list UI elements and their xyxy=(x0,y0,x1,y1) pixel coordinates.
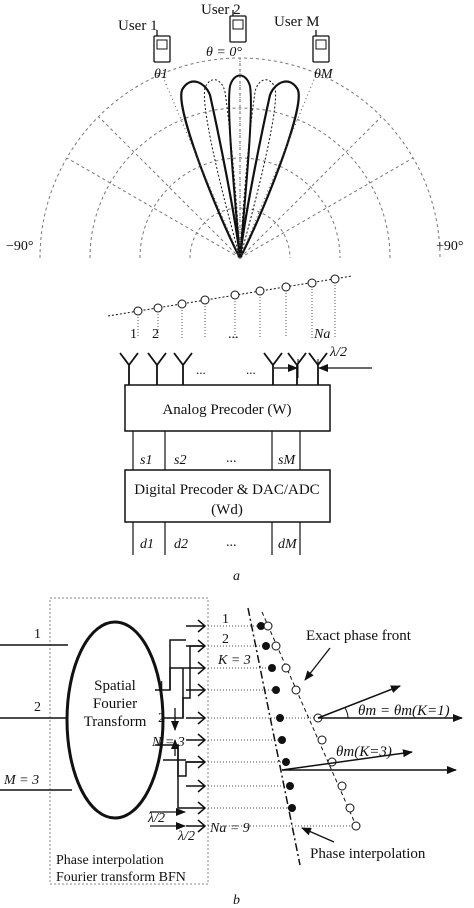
svg-text:λ/2: λ/2 xyxy=(177,829,195,844)
user-m-phone-icon xyxy=(312,30,330,63)
user-1-phone-icon xyxy=(153,30,171,63)
stream-lines-d xyxy=(132,522,301,555)
svg-text:λ/2: λ/2 xyxy=(147,811,165,826)
input-port-1: 1 xyxy=(34,627,41,642)
theta-m-k3-label: θm(K=3) xyxy=(336,744,392,760)
bfn-caption-1: Phase interpolation xyxy=(56,853,164,868)
exact-phase-points xyxy=(263,621,361,831)
stream-d1-label: d1 xyxy=(140,537,154,552)
stream-d2-label: d2 xyxy=(174,537,188,552)
element-1-label: 1 xyxy=(130,327,137,342)
element-2-label: 2 xyxy=(152,327,159,342)
na-equals-label: Na = 9 xyxy=(209,821,250,836)
beam-lobe-user-1 xyxy=(180,80,242,259)
beam-lobe-user-m xyxy=(238,80,300,259)
sft-label-3: Transform xyxy=(84,714,147,730)
beam-lobes xyxy=(180,74,300,259)
theta-m-label: θM xyxy=(314,67,334,82)
element-na-label: Na xyxy=(313,327,330,342)
input-port-m: M = 3 xyxy=(3,773,39,788)
user-2-phone-icon xyxy=(229,10,247,43)
user-m-label: User M xyxy=(274,14,319,30)
antenna-dots-1: ... xyxy=(196,362,206,377)
svg-text:λ/2: λ/2 xyxy=(329,345,347,360)
beam-lobe-dotted-1 xyxy=(203,79,241,259)
bfn-dashed-box xyxy=(49,597,209,885)
beam-arrow-k3 xyxy=(281,749,413,771)
panel-a-caption: a xyxy=(233,569,240,584)
sft-label-2: Fourier xyxy=(93,696,137,712)
theta-zero-label: θ = 0° xyxy=(206,45,242,60)
lambda-half-spacing-b: λ/2 λ/2 xyxy=(147,808,195,844)
stream-d-dots: ... xyxy=(226,535,237,550)
input-port-2: 2 xyxy=(34,700,41,715)
angle-right-label: +90° xyxy=(436,239,464,254)
input-ports xyxy=(0,644,72,791)
stream-s1-label: s1 xyxy=(140,453,152,468)
user-1-label: User 1 xyxy=(118,18,158,34)
analog-precoder-box xyxy=(124,384,331,432)
theta-1-label: θ1 xyxy=(154,67,168,82)
lambda-half-spacing-a: λ/2 xyxy=(274,345,372,378)
user-2-label: User 2 xyxy=(201,2,241,18)
sft-label-1: Spatial xyxy=(94,678,136,694)
theta-m-k1-label: θm = θm(K=1) xyxy=(358,703,450,719)
polar-plot: User 1 User 2 User M θ1 θ = 0° θM −90° +… xyxy=(6,2,464,259)
beam-lobe-dotted-2 xyxy=(239,79,277,259)
analog-precoder-label: Analog Precoder (W) xyxy=(162,402,291,418)
element-2-label-b: 2 xyxy=(222,632,229,647)
stream-s-dots: ... xyxy=(226,451,237,466)
phase-interpolation-label: Phase interpolation xyxy=(310,846,426,862)
element-dots-label: ... xyxy=(228,327,239,342)
k-equals-label: K = 3 xyxy=(217,653,251,668)
digital-precoder-box xyxy=(124,469,331,523)
beam-arrow-k1 xyxy=(317,685,401,719)
beam-lobe-center xyxy=(228,74,252,259)
antenna-array xyxy=(119,352,328,385)
stream-s2-label: s2 xyxy=(174,453,186,468)
output-port-1: 1 xyxy=(158,679,165,694)
exact-phase-front-label: Exact phase front xyxy=(306,628,412,644)
stream-dm-label: dM xyxy=(278,537,298,552)
exact-phase-front-line xyxy=(261,611,359,831)
element-1-label-b: 1 xyxy=(222,612,229,627)
spatial-fourier-ellipse xyxy=(65,620,165,820)
panel-b-caption: b xyxy=(233,893,240,908)
bfn-caption-2: Fourier transform BFN xyxy=(56,870,186,885)
antenna-dots-2: ... xyxy=(246,362,256,377)
stream-sm-label: sM xyxy=(278,453,296,468)
n-equals-label: N = 3 xyxy=(151,735,185,750)
beam-direction-lines xyxy=(159,60,319,259)
output-port-2: 2 xyxy=(158,711,165,726)
stream-lines-s xyxy=(132,431,301,470)
phase-interpolation-line xyxy=(247,607,301,866)
phase-interp-points xyxy=(257,622,296,812)
antenna-stubs-b xyxy=(186,619,356,833)
angle-left-label: −90° xyxy=(6,239,34,254)
digital-precoder-weight: (Wd) xyxy=(211,502,243,518)
digital-precoder-label: Digital Precoder & DAC/ADC xyxy=(134,482,319,498)
antenna-element-line: 1 2 ... Na xyxy=(107,274,353,342)
